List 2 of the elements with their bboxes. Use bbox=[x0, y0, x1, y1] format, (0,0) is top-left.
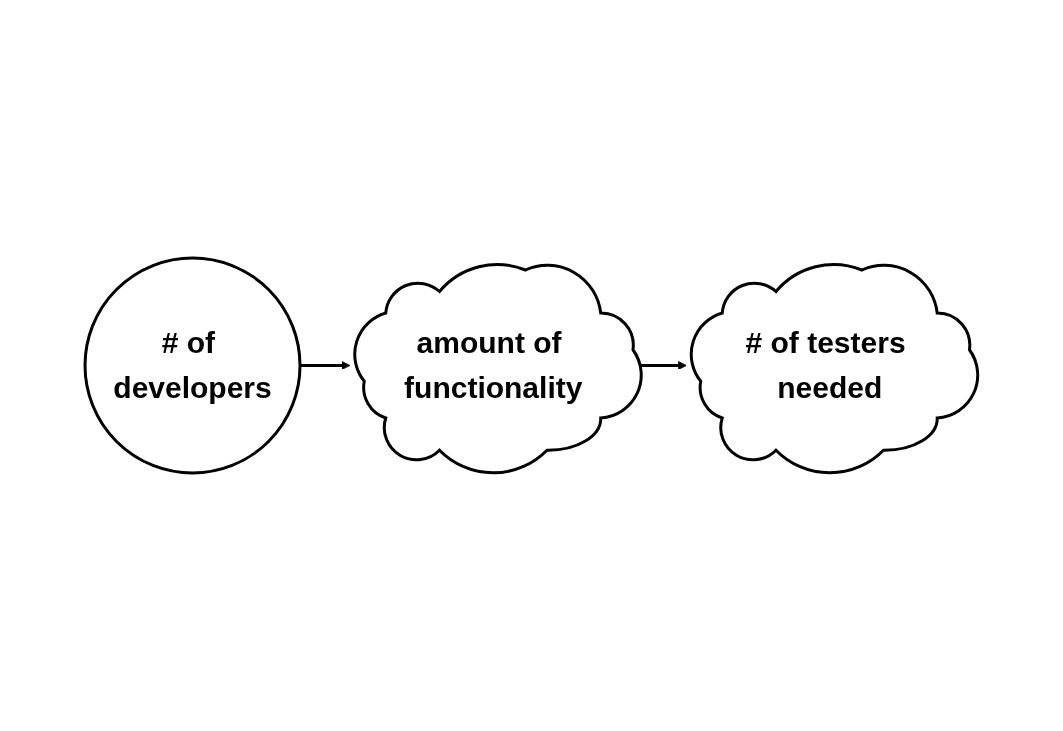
node-circle: # of developers bbox=[83, 256, 302, 475]
arrow bbox=[300, 361, 351, 370]
